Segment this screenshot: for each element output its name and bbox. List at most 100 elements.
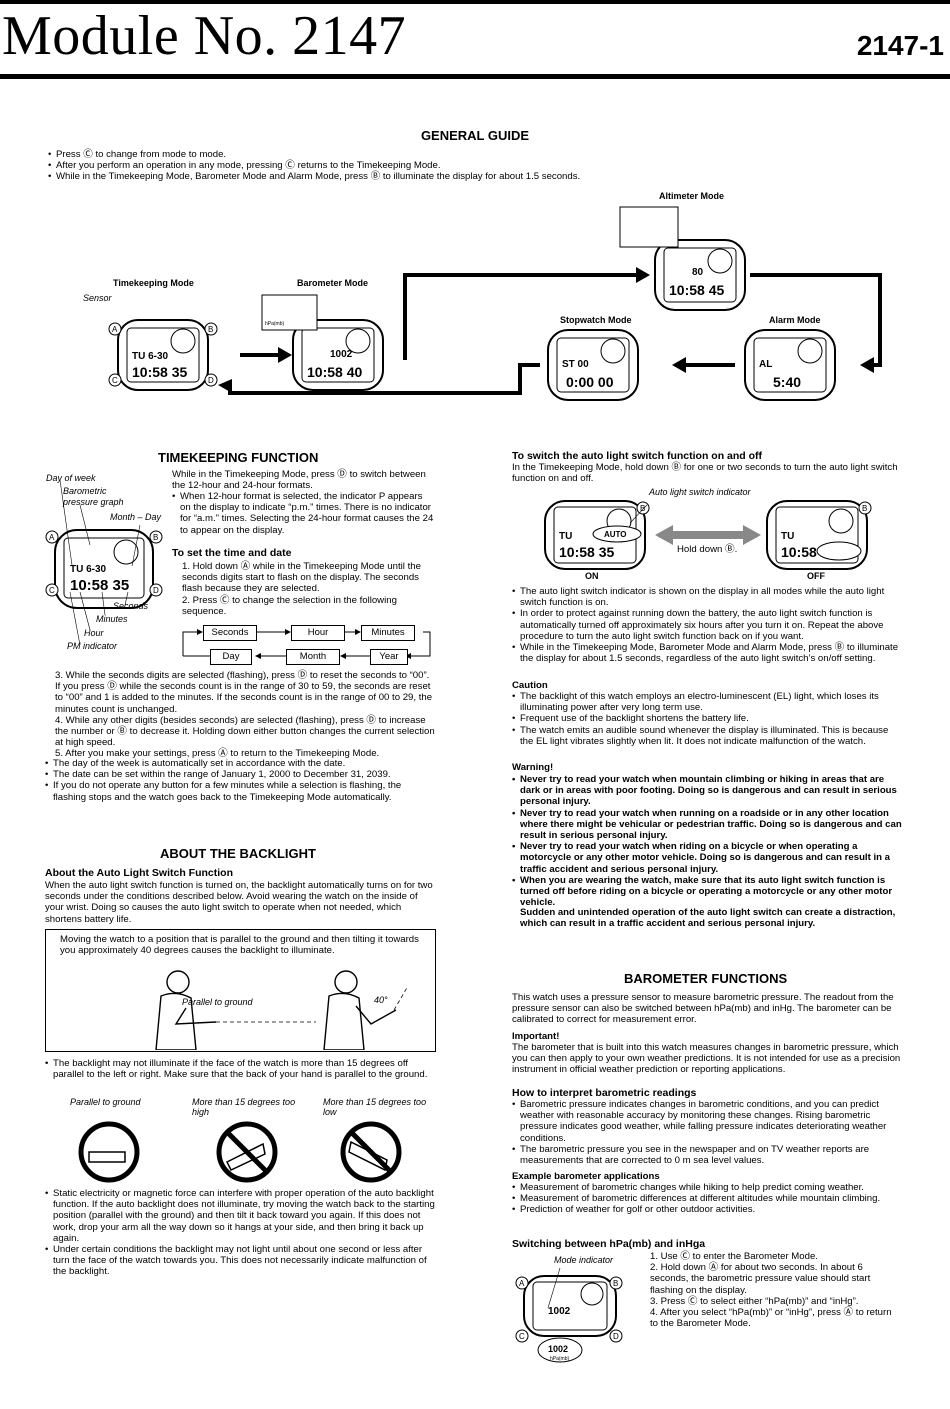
auto-switch-intro: In the Timekeeping Mode, hold down Ⓑ for… bbox=[512, 462, 898, 485]
svg-text:B: B bbox=[153, 533, 158, 542]
svg-text:D: D bbox=[153, 586, 159, 595]
hold-down-b: Hold down Ⓑ. bbox=[677, 544, 738, 555]
list-item: The backlight may not illuminate if the … bbox=[45, 1058, 435, 1080]
watch-alarm: AL 5:40 bbox=[744, 329, 836, 401]
arrow-baro-to-alt bbox=[403, 273, 640, 360]
switch-heading: Switching between hPa(mb) and inHga bbox=[512, 1238, 706, 1250]
list-item: 1. Use Ⓒ to enter the Barometer Mode. bbox=[650, 1251, 818, 1262]
svg-text:A: A bbox=[112, 325, 118, 334]
label-day-of-week: Day of week bbox=[46, 473, 96, 483]
backlight-intro: When the auto light switch function is t… bbox=[45, 880, 433, 925]
list-item: 2. Hold down Ⓐ for about two seconds. In… bbox=[650, 1262, 871, 1296]
svg-text:1002: 1002 bbox=[548, 1306, 571, 1317]
interpret-heading: How to interpret barometric readings bbox=[512, 1087, 697, 1099]
tilt-illustration-box: Moving the watch to a position that is p… bbox=[45, 929, 436, 1052]
icon-label-low: More than 15 degrees too low bbox=[323, 1097, 427, 1117]
wrist-angle-icons bbox=[78, 1121, 402, 1183]
caution-bullets: The backlight of this watch employs an e… bbox=[512, 691, 902, 747]
svg-text:1002: 1002 bbox=[548, 1344, 568, 1354]
svg-text:A: A bbox=[519, 1279, 525, 1288]
document-number: 2147-1 bbox=[856, 30, 944, 61]
important-text: The barometer that is built into this wa… bbox=[512, 1042, 901, 1076]
arrow-sw-to-tk bbox=[228, 363, 540, 395]
svg-text:A: A bbox=[49, 533, 55, 542]
svg-text:10:58 40: 10:58 40 bbox=[307, 364, 362, 380]
label-month-day: Month – Day bbox=[110, 512, 162, 522]
svg-text:TU 6-30: TU 6-30 bbox=[70, 564, 107, 575]
list-item: After you perform an operation in any mo… bbox=[48, 160, 928, 171]
list-item: The watch emits an audible sound wheneve… bbox=[512, 725, 902, 747]
svg-text:TU: TU bbox=[559, 531, 572, 542]
seq-hour: Hour bbox=[291, 625, 345, 641]
label-minutes: Minutes bbox=[96, 614, 128, 624]
list-item: The auto light switch indicator is shown… bbox=[512, 586, 902, 608]
watch-altimeter: 80 10:58 45 bbox=[619, 206, 746, 311]
svg-text:AL: AL bbox=[759, 359, 772, 370]
tilt-figures bbox=[155, 970, 409, 1050]
timekeeping-watch-diagram: TU 6-30 10:58 35 A B C D bbox=[45, 479, 163, 646]
list-item: 3. Press Ⓒ to select either “hPa(mb)” an… bbox=[650, 1295, 859, 1307]
svg-text:80: 80 bbox=[692, 267, 704, 278]
svg-text:C: C bbox=[519, 1332, 525, 1341]
warning-tail: Sudden and unintended operation of the a… bbox=[520, 907, 896, 930]
warning-bullets: Never try to read your watch when mounta… bbox=[512, 774, 902, 908]
label-parallel: Parallel to ground bbox=[182, 997, 253, 1007]
list-item: Prediction of weather for golf or other … bbox=[512, 1204, 902, 1215]
page-title: Module No. 2147 bbox=[2, 5, 407, 67]
label-auto-indicator: Auto light switch indicator bbox=[649, 487, 751, 497]
list-item: In order to protect against running down… bbox=[512, 608, 902, 642]
label-timekeeping-mode: Timekeeping Mode bbox=[113, 278, 194, 288]
label-sensor: Sensor bbox=[83, 293, 112, 303]
label-stopwatch-mode: Stopwatch Mode bbox=[560, 315, 632, 325]
svg-text:10:58 35: 10:58 35 bbox=[559, 544, 614, 560]
barometer-heading: BAROMETER FUNCTIONS bbox=[624, 971, 788, 986]
list-item: Never try to read your watch when runnin… bbox=[512, 808, 902, 842]
label-hour: Hour bbox=[84, 628, 104, 638]
label-pm-indicator: PM indicator bbox=[67, 641, 118, 651]
list-item: Measurement of barometric differences at… bbox=[512, 1193, 902, 1204]
auto-switch-bullets: The auto light switch indicator is shown… bbox=[512, 586, 902, 664]
seq-month: Month bbox=[286, 649, 340, 665]
label-off: OFF bbox=[807, 571, 825, 581]
list-item: 5. After you make your settings, press Ⓐ… bbox=[55, 748, 380, 760]
label-on: ON bbox=[585, 571, 599, 581]
svg-text:B: B bbox=[208, 325, 213, 334]
label-barometer-mode: Barometer Mode bbox=[297, 278, 369, 288]
list-item: 2. Press Ⓒ to change the selection in th… bbox=[182, 594, 397, 617]
seq-seconds: Seconds bbox=[203, 625, 257, 641]
list-item: Measurement of barometric changes while … bbox=[512, 1182, 902, 1193]
svg-text:hPa(mb): hPa(mb) bbox=[550, 1356, 570, 1362]
svg-text:D: D bbox=[208, 376, 214, 385]
label-barometric-graph: Barometric pressure graph bbox=[63, 486, 124, 507]
list-item: The backlight of this watch employs an e… bbox=[512, 691, 902, 713]
backlight-bullets2: Static electricity or magnetic force can… bbox=[45, 1188, 435, 1278]
timekeeping-intro: While in the Timekeeping Mode, press Ⓓ t… bbox=[172, 469, 426, 492]
interpret-bullets: Barometric pressure indicates changes in… bbox=[512, 1099, 902, 1166]
backlight-heading: ABOUT THE BACKLIGHT bbox=[160, 846, 316, 861]
icon-label-parallel: Parallel to ground bbox=[70, 1097, 141, 1107]
svg-text:C: C bbox=[112, 376, 118, 385]
sequence-arrows bbox=[182, 629, 431, 659]
barometer-watch-diagram: 1002 A B C D 1002 hPa(mb) bbox=[515, 1268, 623, 1363]
set-time-steps-a: 1. Hold down Ⓐ while in the Timekeeping … bbox=[172, 561, 434, 617]
list-item: When you are wearing the watch, make sur… bbox=[512, 875, 902, 909]
auto-light-sub: About the Auto Light Switch Function bbox=[45, 867, 233, 879]
list-item: The day of the week is automatically set… bbox=[45, 758, 435, 769]
set-time-steps-b: 3. While the seconds digits are selected… bbox=[45, 670, 435, 760]
backlight-bullet1: The backlight may not illuminate if the … bbox=[45, 1058, 435, 1080]
auto-switch-diagram: TU 10:58 35 B TU 10:58 35 B bbox=[544, 500, 872, 570]
icon-label-high: More than 15 degrees too high bbox=[192, 1097, 296, 1117]
watch-timekeeping: TU 6-30 10:58 35 A B C D bbox=[108, 319, 218, 391]
switch-steps: 1. Use Ⓒ to enter the Barometer Mode. 2.… bbox=[640, 1251, 902, 1329]
list-item: Barometric pressure indicates changes in… bbox=[512, 1099, 902, 1144]
list-item: Under certain conditions the backlight m… bbox=[45, 1244, 435, 1278]
timekeeping-bullets: The day of the week is automatically set… bbox=[45, 758, 435, 803]
timekeeping-intro-bullets: When 12-hour format is selected, the ind… bbox=[172, 491, 434, 536]
label-angle: 40° bbox=[374, 995, 388, 1005]
list-item: 3. While the seconds digits are selected… bbox=[55, 670, 433, 715]
list-item: Static electricity or magnetic force can… bbox=[45, 1188, 435, 1244]
list-item: When 12-hour format is selected, the ind… bbox=[172, 491, 434, 536]
barometer-intro: This watch uses a pressure sensor to mea… bbox=[512, 992, 894, 1026]
list-item: If you do not operate any button for a f… bbox=[45, 780, 435, 802]
list-item: Press Ⓒ to change from mode to mode. bbox=[48, 149, 928, 160]
